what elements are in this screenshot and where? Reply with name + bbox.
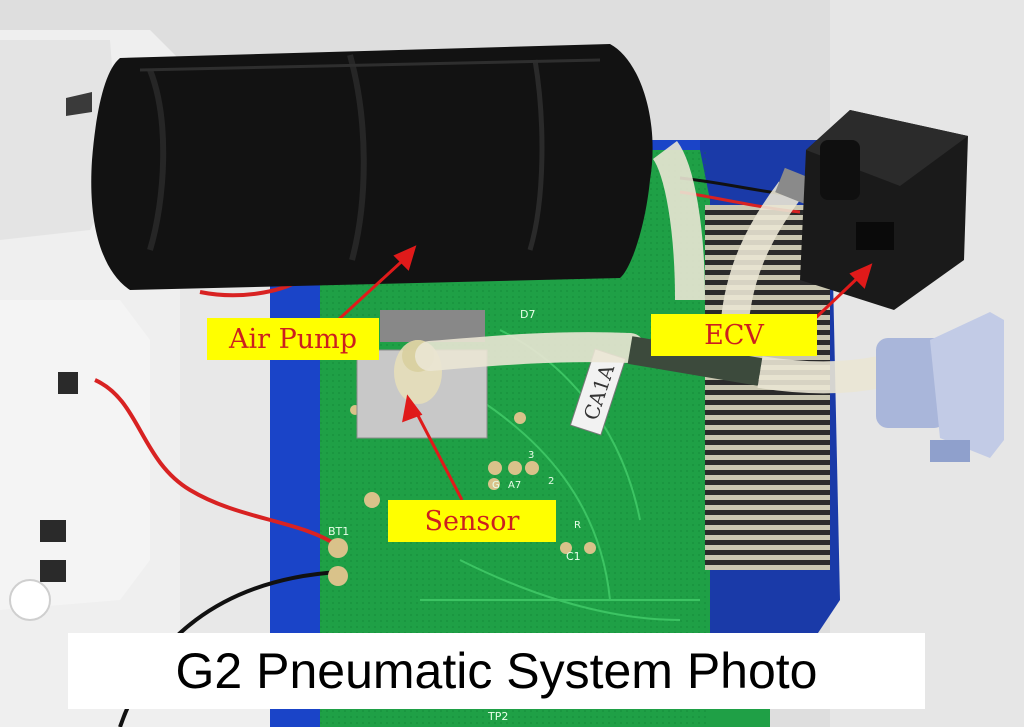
silkscreen-2: 2 — [548, 476, 554, 487]
silkscreen-d7: D7 — [520, 308, 535, 321]
caption-box: G2 Pneumatic System Photo — [68, 633, 925, 709]
cuff-connector — [876, 312, 1004, 462]
annotation-arrows — [336, 245, 873, 501]
arrow-air-pump-head — [393, 245, 417, 271]
silkscreen-tp2: TP2 — [487, 710, 508, 723]
silkscreen-a7: A7 — [508, 480, 521, 491]
silkscreen-g: G — [492, 480, 500, 491]
solder-pad — [328, 538, 348, 558]
ecv-valve-icon — [800, 110, 968, 310]
air-pump-icon — [66, 44, 653, 290]
air-pump-label: Air Pump — [207, 318, 379, 360]
silkscreen-c1: C1 — [566, 550, 581, 563]
arrow-ecv-head — [849, 263, 873, 289]
arrow-air-pump — [336, 250, 414, 322]
solder-pad — [328, 566, 348, 586]
arrow-sensor — [410, 403, 464, 501]
silkscreen-3: 3 — [528, 450, 534, 461]
photo-caption: G2 Pneumatic System Photo — [175, 643, 818, 699]
sensor-label: Sensor — [388, 500, 556, 542]
silkscreen-bt1: BT1 — [328, 525, 349, 538]
silkscreen-r: R — [574, 520, 581, 531]
ecv-label: ECV — [651, 314, 817, 356]
arrow-sensor-head — [402, 394, 423, 423]
